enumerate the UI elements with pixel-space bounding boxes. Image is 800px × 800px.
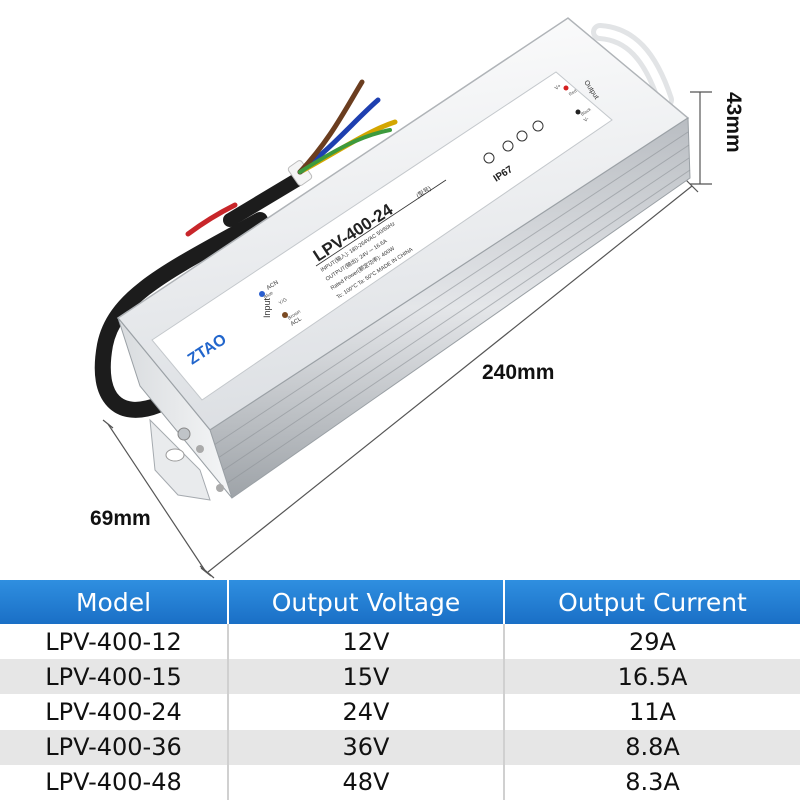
table-row: LPV-400-12 12V 29A	[0, 624, 800, 660]
spec-table: Model Output Voltage Output Current LPV-…	[0, 580, 800, 800]
cell-current: 8.3A	[504, 764, 800, 800]
label-panel	[151, 71, 613, 401]
input-blue-label: Blue	[263, 290, 275, 301]
input-acl-label: ACL	[290, 316, 304, 328]
cell-model: LPV-400-36	[0, 729, 229, 765]
length-dimension-label: 240mm	[482, 361, 555, 384]
dimension-lines	[102, 91, 712, 579]
table-row: LPV-400-36 36V 8.8A	[0, 729, 800, 765]
cell-model: LPV-400-15	[0, 659, 229, 695]
input-wires	[185, 79, 398, 237]
cell-model: LPV-400-24	[0, 694, 229, 730]
cell-current: 29A	[504, 624, 800, 660]
output-vplus-label: V+	[554, 83, 563, 91]
height-dimension-label: 43mm	[722, 92, 745, 153]
cell-current: 8.8A	[504, 729, 800, 765]
cell-voltage: 12V	[228, 624, 505, 660]
cell-current: 16.5A	[504, 659, 800, 695]
certification-icons	[483, 120, 544, 164]
header-output-voltage: Output Voltage	[228, 580, 505, 624]
output-black-label: Black	[580, 106, 593, 117]
input-label: Input	[262, 297, 272, 318]
input-yg-label: Y/G	[278, 297, 289, 307]
table-header-row: Model Output Voltage Output Current	[0, 580, 800, 624]
width-dimension-label: 69mm	[90, 507, 151, 530]
input-cable	[94, 212, 268, 418]
cell-voltage: 24V	[228, 694, 505, 730]
table-row: LPV-400-48 48V 8.3A	[0, 764, 800, 800]
cell-current: 11A	[504, 694, 800, 730]
end-cap	[117, 317, 233, 499]
output-vminus-label: V-	[583, 116, 591, 124]
cell-model: LPV-400-48	[0, 764, 229, 800]
table-row: LPV-400-15 15V 16.5A	[0, 659, 800, 695]
cell-voltage: 36V	[228, 729, 505, 765]
table-row: LPV-400-24 24V 11A	[0, 694, 800, 730]
cell-model: LPV-400-12	[0, 624, 229, 660]
header-model: Model	[0, 580, 229, 624]
cell-voltage: 48V	[228, 764, 505, 800]
header-output-current: Output Current	[504, 580, 800, 624]
output-red-label: Red	[568, 88, 578, 97]
cell-voltage: 15V	[228, 659, 505, 695]
input-acn-label: ACN	[266, 280, 280, 292]
product-illustration: ZTAO Input ACN Blue Y/G Brown ACL LPV-40…	[94, 17, 712, 579]
